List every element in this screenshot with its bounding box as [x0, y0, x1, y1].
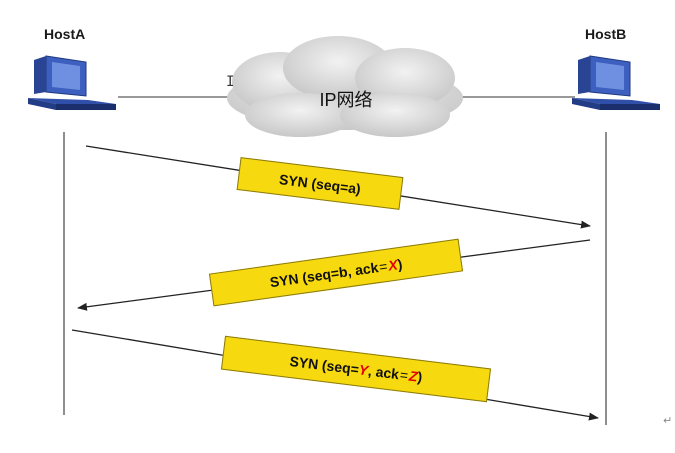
message-3-prefix: SYN (seq= [288, 352, 360, 378]
computer-icon [28, 55, 116, 110]
message-3-mid: , ack [367, 362, 400, 383]
text-cursor-icon: I [226, 74, 235, 90]
cloud-icon [227, 36, 463, 137]
message-2-prefix: SYN (seq=b, ack [268, 258, 380, 290]
host-b-label: HostB [585, 26, 627, 42]
computer-icon [572, 55, 660, 110]
network-label: IP网络 [319, 90, 373, 110]
message-3-suffix: ) [416, 368, 424, 386]
message-1-text: SYN (seq=a) [278, 170, 362, 197]
message-2-suffix: ) [396, 255, 404, 272]
host-a-label: HostA [44, 26, 86, 42]
paragraph-mark-icon: ↵ [663, 414, 673, 427]
